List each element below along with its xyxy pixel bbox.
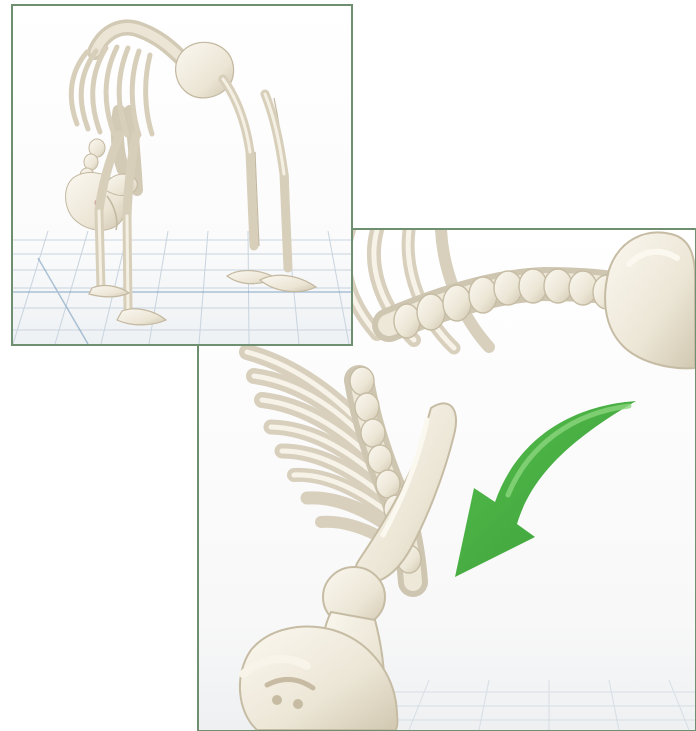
overview-illustration — [13, 6, 351, 344]
overview-panel — [11, 4, 353, 346]
